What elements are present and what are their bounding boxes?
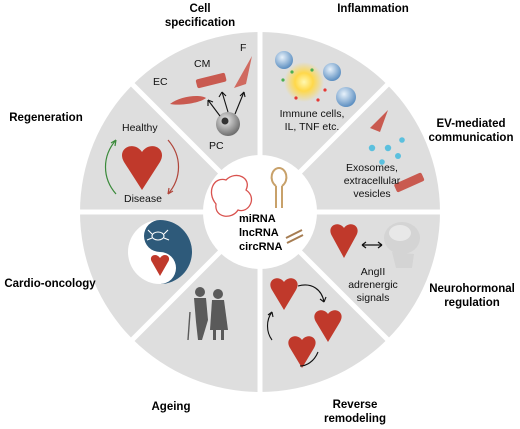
yin-yang-dark — [144, 220, 192, 284]
title-cardio-oncology: Cardio-oncology — [4, 278, 96, 290]
crab-icon — [146, 229, 170, 241]
progenitor-cell — [216, 112, 240, 136]
ev-text-1: Exosomes, — [346, 162, 398, 174]
label-ec: EC — [153, 76, 168, 88]
regeneration-disease: Disease — [124, 193, 162, 205]
arrow-to-disease — [167, 139, 179, 195]
heart-icon-neurohormonal — [330, 224, 358, 258]
arrowhead-healthy — [110, 139, 117, 147]
title-ageing: Ageing — [151, 401, 191, 413]
label-f: F — [240, 42, 247, 54]
center-hub — [203, 155, 317, 269]
immune-cell-2 — [323, 63, 341, 81]
heart-cycle-icon — [266, 278, 342, 368]
immune-cell-1 — [275, 51, 293, 69]
title-inflammation: Inflammation — [337, 3, 409, 15]
title-reverse-remodeling-l2: remodeling — [324, 413, 386, 425]
neuro-text-3: signals — [356, 292, 390, 304]
title-ev-mediated-l1: EV-mediated — [436, 118, 506, 130]
endothelial-cell-icon — [170, 96, 206, 105]
inflammation-text-2: IL, TNF etc. — [284, 121, 340, 133]
title-reverse-remodeling-l1: Reverse — [332, 399, 378, 411]
center-label-circrna: circRNA — [239, 241, 283, 253]
mirna-loop-icon — [210, 174, 253, 217]
circrna-strand-icon — [285, 229, 304, 244]
regeneration-healthy: Healthy — [122, 122, 158, 134]
differentiation-arrows — [207, 91, 246, 117]
title-cell-specification-l1: Cell — [189, 3, 211, 15]
cytokine-dots — [281, 68, 327, 102]
inflammation-text-1: Immune cells, — [279, 108, 345, 120]
ev-source-cell — [370, 110, 388, 132]
title-ev-mediated-l2: communication — [428, 132, 514, 144]
label-cm: CM — [194, 58, 211, 70]
progenitor-nucleus — [221, 117, 229, 125]
ev-target-cell — [394, 172, 425, 193]
heart-icon-regeneration — [121, 146, 163, 190]
title-regeneration: Regeneration — [9, 112, 83, 124]
neuro-text-1: AngII — [360, 266, 386, 278]
ev-text-3: vesicles — [353, 188, 391, 200]
fibroblast-icon — [234, 56, 252, 88]
center-label-lncrna: lncRNA — [239, 227, 279, 239]
title-cell-specification-l2: specification — [164, 17, 236, 29]
exosome-dots — [368, 137, 405, 165]
double-arrow-icon — [361, 241, 383, 249]
center-label-mirna: miRNA — [239, 213, 276, 225]
elderly-couple-icon — [187, 287, 228, 341]
cardiomyocyte-icon — [195, 72, 227, 89]
neuro-text-2: adrenergic — [348, 279, 398, 291]
label-pc: PC — [209, 140, 224, 152]
inflammation-burst — [284, 62, 324, 102]
brain-head-icon — [384, 222, 420, 268]
title-neurohormonal-l2: regulation — [444, 297, 500, 309]
heart-icon-oncology — [150, 255, 170, 276]
title-neurohormonal-l1: Neurohormonal — [429, 283, 515, 295]
ev-text-2: extracellular — [343, 175, 401, 187]
immune-cell-3 — [336, 87, 356, 107]
hairpin-rna-icon — [270, 166, 288, 208]
arrow-to-healthy — [105, 139, 117, 195]
arrowhead-disease — [167, 187, 174, 195]
